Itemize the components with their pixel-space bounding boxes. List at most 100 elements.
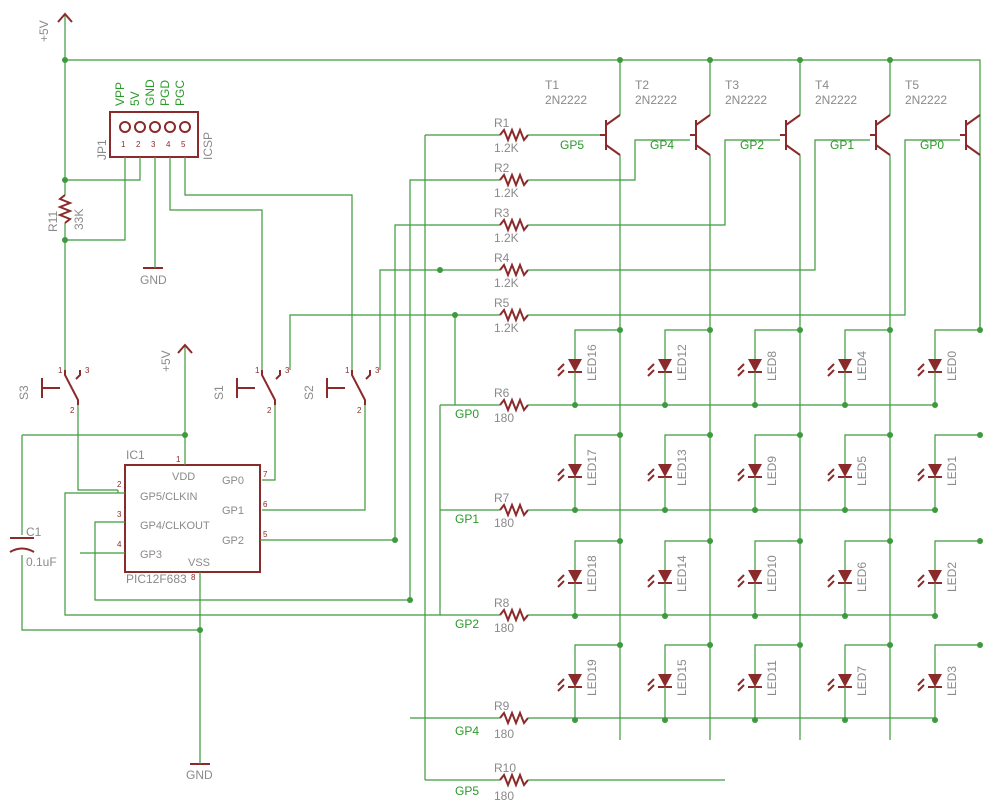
header-label-vpp: VPP — [113, 82, 127, 106]
r9-value: 180 — [494, 727, 514, 741]
icsp-header: 1 2 3 4 5 JP1 ICSP VPP 5V GND PGD PGC — [95, 79, 215, 160]
r3-ref: R3 — [494, 206, 510, 220]
led-led14: LED14 — [647, 540, 710, 616]
junction — [662, 613, 668, 619]
ic-pin: 1 — [176, 455, 181, 464]
s2-pin: 3 — [375, 366, 380, 375]
junction — [617, 538, 623, 544]
junction — [797, 327, 803, 333]
capacitor-c1: C1 0.1uF — [9, 525, 57, 569]
vcc-symbol-ic: +5V — [159, 343, 193, 435]
switch-s1: 1 2 3 S1 — [212, 366, 290, 415]
s1-pin: 3 — [285, 366, 290, 375]
led-led18: LED18 — [557, 540, 620, 616]
r6-ref: R6 — [494, 386, 510, 400]
led-led15: LED15 — [647, 644, 710, 720]
led-led12: LED12 — [647, 329, 710, 405]
led-led13: LED13 — [647, 434, 710, 510]
led-led6: LED6 — [827, 540, 890, 616]
ic-gp1: GP1 — [222, 505, 244, 517]
gnd-symbol-header: GND — [140, 267, 167, 287]
resistor-r11: R11 33K — [46, 194, 86, 232]
junction — [887, 642, 893, 648]
led-led5: LED5 — [827, 434, 890, 510]
led-led10: LED10 — [737, 540, 800, 616]
r7-ref: R7 — [494, 491, 510, 505]
ic-pin: 7 — [263, 470, 268, 479]
header-label-5v: 5V — [128, 91, 142, 106]
t3-net: GP2 — [740, 138, 764, 152]
junction — [752, 717, 758, 723]
led-label: LED14 — [675, 555, 689, 592]
junction — [572, 402, 578, 408]
ic-vdd: VDD — [172, 471, 195, 483]
r2-ref: R2 — [494, 161, 510, 175]
ic-pin: 8 — [191, 573, 196, 582]
junction — [842, 507, 848, 513]
t1-ref: T1 — [545, 78, 559, 92]
junction — [752, 402, 758, 408]
r4-value: 1.2K — [494, 276, 519, 290]
t5-net: GP0 — [920, 138, 944, 152]
led-led7: LED7 — [827, 644, 890, 720]
s3-pin: 1 — [58, 366, 63, 375]
ic-pin: 5 — [263, 530, 268, 539]
led-led4: LED4 — [827, 329, 890, 405]
junction — [617, 327, 623, 333]
junction — [707, 432, 713, 438]
header-pin: 4 — [166, 140, 171, 149]
led-led16: LED16 — [557, 329, 620, 405]
led-label: LED8 — [765, 351, 779, 381]
r6-net: GP0 — [455, 407, 479, 421]
r7-value: 180 — [494, 516, 514, 530]
s2-pin: 1 — [345, 366, 350, 375]
t1-net: GP5 — [560, 138, 584, 152]
t2-ref: T2 — [635, 78, 649, 92]
header-ref: JP1 — [95, 139, 109, 160]
t3-ref: T3 — [725, 78, 739, 92]
junction — [617, 432, 623, 438]
junctions — [62, 57, 893, 633]
junction — [887, 538, 893, 544]
vcc-label: +5V — [37, 20, 51, 42]
junction — [842, 717, 848, 723]
transistor-t2: T2 2N2222 GP4 — [635, 78, 711, 156]
switch-s2: 1 2 3 S2 — [302, 366, 380, 415]
row-resistors: R6 180 R7 180 R8 180 R9 180 R10 180 GP0 … — [455, 386, 529, 803]
header-label-pgd: PGD — [158, 80, 172, 106]
led-label: LED9 — [765, 456, 779, 486]
led-label: LED10 — [765, 555, 779, 592]
ic-value: PIC12F683 — [126, 572, 187, 586]
led-led19: LED19 — [557, 644, 620, 720]
led-led2: LED2 — [917, 540, 980, 616]
ic-gp3: GP3 — [140, 549, 162, 561]
junction — [932, 717, 938, 723]
led-label: LED16 — [585, 344, 599, 381]
junction — [572, 717, 578, 723]
ic-ref: IC1 — [126, 448, 145, 462]
led-led3: LED3 — [917, 644, 980, 720]
led-label: LED13 — [675, 449, 689, 486]
r8-net: GP2 — [455, 617, 479, 631]
vcc-label-ic: +5V — [159, 350, 173, 372]
junction — [572, 613, 578, 619]
r8-value: 180 — [494, 621, 514, 635]
led-label: LED1 — [945, 456, 959, 486]
r7-net: GP1 — [455, 512, 479, 526]
s1-ref: S1 — [212, 385, 226, 400]
led-label: LED17 — [585, 449, 599, 486]
c1-value: 0.1uF — [26, 555, 57, 569]
led-label: LED19 — [585, 659, 599, 696]
led-led1: LED1 — [917, 434, 980, 510]
r2-value: 1.2K — [494, 186, 519, 200]
led-label: LED0 — [945, 351, 959, 381]
r11-ref: R11 — [46, 211, 60, 232]
gnd-symbol-main: GND — [186, 763, 213, 782]
header-name: ICSP — [201, 132, 215, 160]
led-led11: LED11 — [737, 644, 800, 720]
transistor-t3: T3 2N2222 GP2 — [725, 78, 801, 156]
led-label: LED5 — [855, 456, 869, 486]
junction — [887, 327, 893, 333]
